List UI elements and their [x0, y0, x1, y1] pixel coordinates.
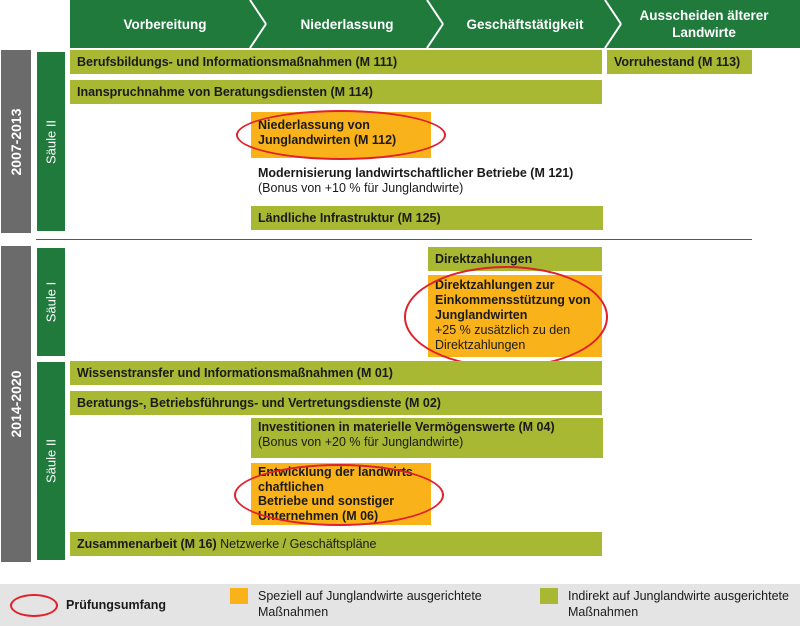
legend-indirect-line1: Indirekt auf Junglandwirte ausgerichtete [568, 589, 789, 603]
pillar-label: Säule II [43, 438, 59, 484]
m112-line2: Junglandwirten (M 112) [258, 133, 397, 147]
phase-chevron-ausscheiden [605, 0, 800, 48]
phase-label-ausscheiden: Ausscheiden älterer Landwirte [639, 8, 769, 40]
m04-note: (Bonus von +20 % für Junglandwirte) [258, 435, 464, 449]
measure-direktzahlungen: Direktzahlungen [428, 247, 602, 271]
legend: Prüfungsumfang Speziell auf Junglandwirt… [0, 584, 800, 626]
period-label-2007-2013: 2007-2013 [8, 108, 24, 175]
legend-indirect-text: Indirekt auf Junglandwirte ausgerichtete… [568, 588, 789, 620]
measure-m16: Zusammenarbeit (M 16) Netzwerke / Geschä… [70, 532, 602, 556]
phase-chevron-geschaeftstaetigkeit [427, 0, 621, 48]
djl-line1: Direktzahlungen zur [435, 278, 555, 292]
legend-special-line1: Speziell auf Junglandwirte ausgerichtete [258, 589, 482, 603]
phase-label-geschaeftstaetigkeit: Geschäftstätigkeit [466, 16, 584, 32]
legend-scope-ring [10, 594, 58, 617]
djl-line2: Einkommensstützung von [435, 293, 591, 307]
pillar-label: Säule I [43, 281, 59, 323]
measure-direktzahlungen-junglandwirte: Direktzahlungen zur Einkommensstützung v… [428, 275, 602, 357]
phase-chevron-niederlassung [250, 0, 443, 48]
phase-header [70, 0, 800, 49]
legend-indirect-line2: Maßnahmen [568, 605, 639, 619]
measure-m06: Entwicklung der landwirts chaftlichen Be… [251, 463, 431, 525]
m06-line4: Unternehmen (M 06) [258, 508, 379, 523]
m121-title: Modernisierung landwirtschaftlicher Betr… [258, 166, 574, 180]
measure-m121: Modernisierung landwirtschaftlicher Betr… [251, 164, 591, 202]
phase-chevron-vorbereitung [70, 0, 266, 48]
legend-orange-swatch [230, 588, 248, 604]
pillar-label: Säule II [43, 119, 59, 164]
measure-m01: Wissenstransfer und Informationsmaßnahme… [70, 361, 602, 385]
measure-m111: Berufsbildungs- und Informationsmaßnahme… [70, 50, 602, 74]
m121-note: (Bonus von +10 % für Junglandwirte) [258, 181, 464, 195]
legend-special-text: Speziell auf Junglandwirte ausgerichtete… [258, 588, 482, 620]
m06-line1: Entwicklung der landwirts [258, 465, 413, 479]
m16-note: Netzwerke / Geschäftspläne [220, 537, 377, 551]
phase-label-vorbereitung: Vorbereitung [123, 16, 207, 32]
legend-special-line2: Maßnahmen [258, 605, 329, 619]
djl-line3: Junglandwirten [435, 308, 528, 322]
m16-title: Zusammenarbeit (M 16) [77, 537, 217, 551]
djl-note2: Direktzahlungen [435, 338, 526, 352]
m06-line2: chaftlichen [258, 479, 324, 494]
m04-title: Investitionen in materielle Vermögenswer… [258, 420, 555, 434]
measure-m113: Vorruhestand (M 113) [607, 50, 752, 74]
period-2014-2020: 2014-2020 [1, 246, 31, 562]
djl-note1: +25 % zusätzlich zu den [435, 323, 571, 337]
phase-label-niederlassung: Niederlassung [300, 16, 394, 32]
legend-scope-label: Prüfungsumfang [66, 598, 166, 612]
pillar-2014-saeule-1: Säule I [35, 246, 67, 358]
pillar-2014-saeule-2: Säule II [35, 360, 67, 562]
m112-line1: Niederlassung von [258, 118, 370, 132]
measure-m02: Beratungs-, Betriebsführungs- und Vertre… [70, 391, 602, 415]
period-divider [36, 239, 752, 240]
measure-m112: Niederlassung von Junglandwirten (M 112) [251, 112, 431, 158]
measure-m04: Investitionen in materielle Vermögenswer… [251, 418, 603, 458]
measure-m125: Ländliche Infrastruktur (M 125) [251, 206, 603, 230]
period-label-2014-2020: 2014-2020 [8, 370, 24, 438]
m06-line3: Betriebe und sonstiger [258, 494, 395, 508]
measure-m114: Inanspruchnahme von Beratungsdiensten (M… [70, 80, 602, 104]
legend-olive-swatch [540, 588, 558, 604]
period-2007-2013: 2007-2013 [1, 50, 31, 233]
pillar-2007-saeule-2: Säule II [35, 50, 67, 233]
